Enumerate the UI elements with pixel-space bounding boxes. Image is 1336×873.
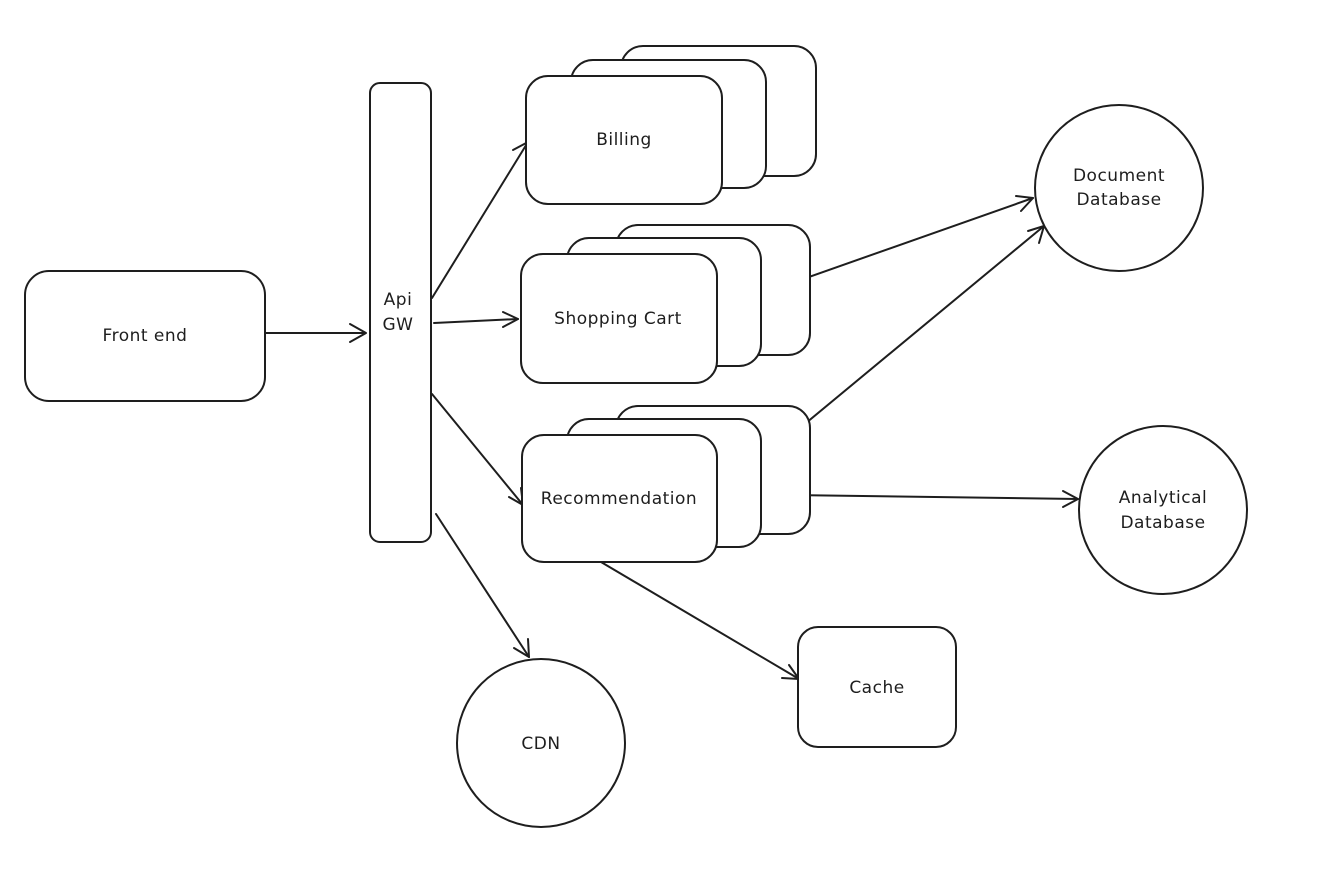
edge-apigw-to-cdn xyxy=(435,513,530,658)
edge-apigw-to-billing xyxy=(431,141,529,299)
frontend-label: Front end xyxy=(103,326,188,346)
document-database-label-line1: Document xyxy=(1073,166,1165,186)
edge-apigw-to-recommendation xyxy=(431,393,524,506)
document-database-node[interactable]: Document Database xyxy=(1034,104,1204,272)
billing-replica-front xyxy=(525,75,723,205)
frontend-node[interactable]: Front end xyxy=(24,270,266,402)
recommendation-node[interactable]: Recommendation xyxy=(521,405,811,563)
recommendation-replica-front xyxy=(521,434,718,563)
edge-apigw-to-cart xyxy=(433,311,519,328)
apigw-node[interactable]: Api GW xyxy=(369,82,432,543)
edge-recommendation-to-cache xyxy=(600,561,800,680)
cdn-node[interactable]: CDN xyxy=(456,658,626,828)
cache-node[interactable]: Cache xyxy=(797,626,957,748)
recommendation-label: Recommendation xyxy=(541,489,697,509)
billing-label: Billing xyxy=(596,130,652,150)
cart-label: Shopping Cart xyxy=(554,309,682,329)
analytical-database-label-line2: Database xyxy=(1120,513,1205,533)
cart-replica-front xyxy=(520,253,718,384)
apigw-label-line2: GW xyxy=(383,315,414,335)
analytical-database-node[interactable]: Analytical Database xyxy=(1078,425,1248,595)
cart-node[interactable]: Shopping Cart xyxy=(520,224,811,384)
cache-label: Cache xyxy=(849,678,904,698)
cdn-label: CDN xyxy=(521,734,560,754)
analytical-database-label-line1: Analytical xyxy=(1119,488,1207,508)
billing-node[interactable]: Billing xyxy=(525,45,817,205)
edge-frontend-to-apigw xyxy=(264,323,367,343)
apigw-label-line1: Api xyxy=(384,290,413,310)
document-database-label-line2: Database xyxy=(1076,190,1161,210)
